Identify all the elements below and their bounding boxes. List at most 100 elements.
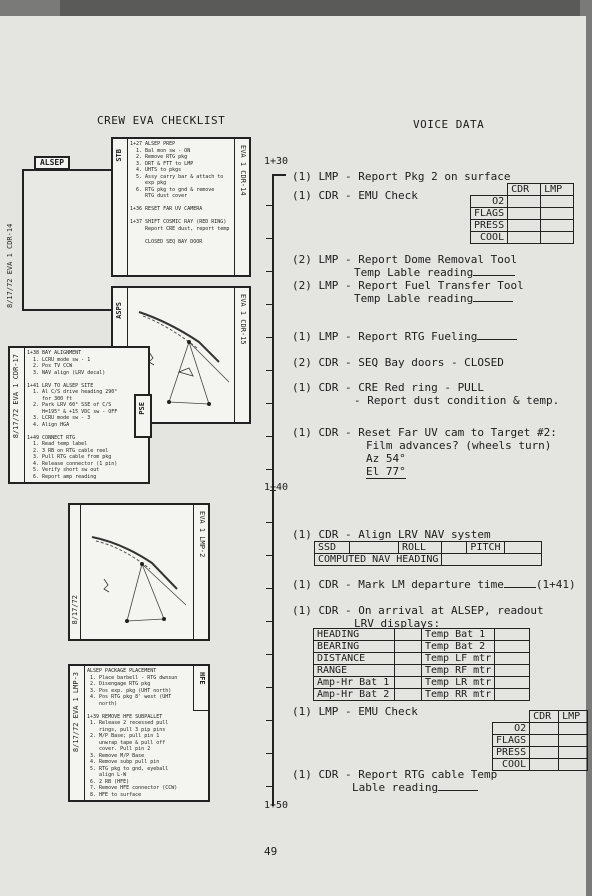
card2-sketch: ASPS EVA 1 CDR-15 bbox=[111, 286, 251, 424]
card3-lrv-alsep: 8/17/72 EVA 1 CDR-17 1+38 BAY ALIGNMENT … bbox=[8, 346, 150, 484]
nav-roll: ROLL bbox=[397, 541, 443, 554]
card1-tab: STB bbox=[115, 149, 123, 162]
card3-text: 1+38 BAY ALIGNMENT 1. LCRU mode sw - 1 2… bbox=[27, 350, 118, 480]
voice-entry-text: (1) CDR - Mark LM departure time bbox=[292, 578, 504, 591]
voice-entry-continuation: - Report dust condition & temp. bbox=[354, 394, 560, 407]
card4-side-label: EVA 1 LMP-2 bbox=[198, 511, 206, 558]
blank-line bbox=[473, 301, 514, 302]
voice-entry: (1) LMP - Report Pkg 2 on surface bbox=[292, 170, 511, 183]
blank-line bbox=[503, 587, 536, 588]
voice-entry-continuation: Film advances? (wheels turn) bbox=[366, 439, 552, 452]
nav-computed-heading: COMPUTED NAV HEADING bbox=[313, 553, 443, 566]
timeline-tick bbox=[266, 238, 274, 239]
voice-entry: (1) CDR - On arrival at ALSEP, readout bbox=[292, 604, 544, 617]
voice-entry: (1) CDR - EMU Check bbox=[292, 189, 418, 202]
emu-header-lmp: LMP bbox=[558, 710, 589, 723]
nav-ssd: SSD bbox=[314, 541, 350, 554]
timeline-mid-bar bbox=[270, 490, 276, 491]
card1-tab-column bbox=[113, 139, 128, 275]
timeline-end-label: 1+50 bbox=[264, 800, 289, 811]
voice-entry-continuation: Lable reading bbox=[352, 781, 479, 794]
voice-entry: (2) LMP - Report Fuel Transfer Tool bbox=[292, 279, 524, 292]
voice-entry: (1) CDR - Report RTG cable Temp bbox=[292, 768, 498, 781]
card4-side-column bbox=[193, 505, 208, 639]
card4-left-column bbox=[70, 505, 81, 639]
card4-date: 8/17/72 bbox=[71, 595, 79, 625]
blank-line bbox=[473, 275, 516, 276]
card1-side-label: 8/17/72 EVA 1 CDR-14 bbox=[6, 223, 14, 308]
timeline-tick bbox=[266, 720, 274, 721]
scan-shadow bbox=[60, 0, 580, 18]
lrv-temp-label: Temp RF mtr bbox=[420, 664, 496, 677]
timeline-tick bbox=[266, 436, 274, 437]
voice-entry-continuation: LRV displays: bbox=[354, 617, 441, 630]
right-column-title: VOICE DATA bbox=[413, 118, 485, 131]
voice-entry-text: Temp Lable reading bbox=[354, 266, 474, 279]
card1-side-column bbox=[234, 139, 249, 275]
timeline-axis bbox=[272, 176, 274, 806]
card1-backing-frame bbox=[22, 169, 114, 311]
card2-tab: ASPS bbox=[115, 302, 123, 319]
voice-entry: (2) LMP - Report Dome Removal Tool bbox=[292, 253, 518, 266]
timeline-tick bbox=[266, 370, 274, 371]
lrv-label: DISTANCE bbox=[313, 652, 395, 665]
card5-tab: HFE bbox=[198, 672, 206, 685]
voice-entry-continuation: Temp Lable reading bbox=[354, 292, 514, 305]
timeline-start-label: 1+30 bbox=[264, 156, 289, 167]
camera-azimuth: Az 54° bbox=[366, 452, 406, 465]
lrv-label: HEADING bbox=[313, 628, 395, 641]
lrv-temp-label: Temp RR mtr bbox=[420, 688, 496, 701]
blank-line bbox=[477, 339, 518, 340]
emu-row-label: PRESS bbox=[491, 746, 531, 759]
timeline-tick bbox=[266, 522, 274, 523]
timeline-tick bbox=[266, 469, 274, 470]
voice-entry: (1) CDR - Reset Far UV cam to Target #2: bbox=[292, 426, 557, 439]
voice-entry: (1) CDR - Align LRV NAV system bbox=[292, 528, 491, 541]
timeline-tick bbox=[266, 786, 274, 787]
camera-elevation: El 77° bbox=[366, 465, 406, 479]
timeline-middle-label: 1+40 bbox=[264, 482, 289, 493]
emu-header-lmp: LMP bbox=[540, 183, 575, 196]
timeline-tick bbox=[266, 654, 274, 655]
timeline-tick bbox=[266, 753, 274, 754]
voice-entry: (2) CDR - SEQ Bay doors - CLOSED bbox=[292, 356, 504, 369]
card5-text: ALSEP PACKAGE PLACEMENT 1. Place barbell… bbox=[87, 668, 178, 798]
card5-alsep-placement: 8/17/72 EVA 1 LMP-3 HFE ALSEP PACKAGE PL… bbox=[68, 664, 210, 802]
card5-side-column bbox=[70, 666, 85, 800]
card1-side-right: EVA 1 CDR-14 bbox=[239, 145, 247, 196]
card2-side-label: EVA 1 CDR-15 bbox=[239, 294, 247, 345]
voice-entry-continuation: Temp Lable reading bbox=[354, 266, 516, 279]
timeline-tick bbox=[266, 555, 274, 556]
voice-entry: (1) CDR - Mark LM departure time(1+41) bbox=[292, 578, 576, 591]
card1-text: 1+27 ALSEP PREP 1. Bal mon sw - ON 2. Re… bbox=[130, 141, 230, 245]
timeline-tick bbox=[266, 271, 274, 272]
emu-row-label: COOL bbox=[469, 231, 509, 244]
emu-row-label: O2 bbox=[469, 195, 509, 208]
lrv-temp-label: Temp Bat 2 bbox=[420, 640, 496, 653]
page-number: 49 bbox=[264, 845, 278, 858]
timeline-start-bar bbox=[272, 174, 286, 176]
timeline-tick bbox=[266, 304, 274, 305]
timeline-tick bbox=[266, 687, 274, 688]
voice-entry: (1) LMP - EMU Check bbox=[292, 705, 418, 718]
emu-row-label: O2 bbox=[491, 722, 531, 735]
voice-entry-text: Temp Lable reading bbox=[354, 292, 474, 305]
card5-tab-box bbox=[193, 666, 208, 711]
lrv-temp-label: Temp LR mtr bbox=[420, 676, 496, 689]
card3-side-column bbox=[10, 348, 25, 482]
emu-header-cdr: CDR bbox=[529, 710, 560, 723]
voice-entry-text: Lable reading bbox=[352, 781, 439, 794]
timeline-tick bbox=[266, 588, 274, 589]
alsep-tag: ALSEP bbox=[34, 156, 70, 170]
lunar-surface-sketch bbox=[91, 536, 187, 623]
timeline-tick bbox=[266, 621, 274, 622]
timeline-tick bbox=[266, 205, 274, 206]
card1-alsep-prep: STB EVA 1 CDR-14 1+27 ALSEP PREP 1. Bal … bbox=[111, 137, 251, 277]
lunar-surface-sketch bbox=[138, 311, 230, 406]
emu-row-label: FLAGS bbox=[469, 207, 509, 220]
nav-pitch: PITCH bbox=[466, 541, 505, 554]
voice-entry: (1) LMP - Report RTG Fueling bbox=[292, 330, 518, 343]
